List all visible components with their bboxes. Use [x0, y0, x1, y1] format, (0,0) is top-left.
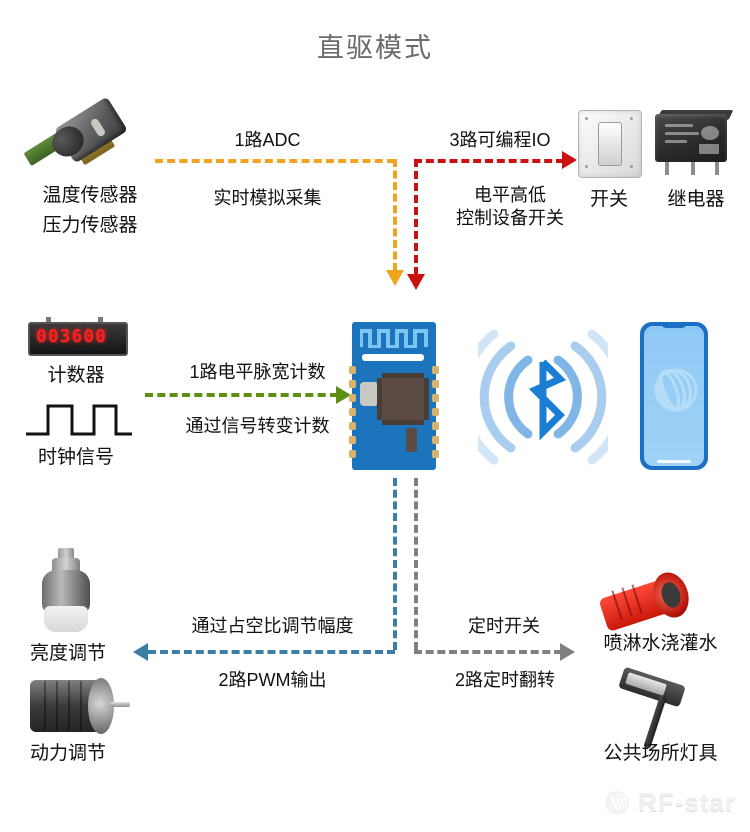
- temperature-sensor-icon: [22, 96, 152, 170]
- io-edge-label-bottom-1: 电平高低: [474, 185, 546, 205]
- dc-motor-icon: [30, 674, 130, 736]
- led-counter-icon: 003600: [28, 317, 128, 356]
- bluetooth-icon: [458, 322, 628, 472]
- io-dashed-vertical: [414, 159, 418, 275]
- temp-sensor-label-2: 压力传感器: [42, 215, 138, 236]
- pwm-dashed-horizontal: [148, 650, 395, 654]
- sprinkler-nozzle-icon: [598, 567, 702, 632]
- counter-arrow-head: [336, 386, 351, 404]
- motor-label: 动力调节: [29, 743, 106, 764]
- temp-sensor-label-1: 温度传感器: [42, 185, 138, 206]
- page-title: 直驱模式: [317, 33, 433, 63]
- io-arrow-head-down: [407, 274, 425, 290]
- square-wave-icon: [24, 398, 134, 442]
- relay-label: 继电器: [667, 189, 725, 210]
- light-bulb-icon: [36, 548, 96, 634]
- timer-edge-label-top: 定时开关: [468, 616, 540, 636]
- switch-label: 开关: [589, 189, 628, 210]
- sprinkler-label: 喷淋水浇灌水: [603, 633, 718, 654]
- adc-dashed-vertical: [393, 159, 397, 271]
- counter-display-value: 003600: [36, 326, 108, 347]
- timer-arrow-head: [560, 643, 575, 661]
- watermark-text: RF-star: [637, 787, 736, 817]
- pwm-edge-label-top: 通过占空比调节幅度: [191, 616, 354, 636]
- io-edge-label-top: 3路可编程IO: [449, 130, 551, 150]
- io-edge-label-bottom-2: 控制设备开关: [456, 208, 564, 228]
- io-dashed-horizontal: [414, 159, 564, 163]
- smartphone-icon: [640, 322, 708, 470]
- adc-edge-label-top: 1路ADC: [234, 130, 301, 150]
- street-lamp-label: 公共场所灯具: [603, 743, 718, 764]
- adc-arrow-head: [386, 270, 404, 286]
- adc-edge-label-bottom: 实时模拟采集: [213, 188, 322, 208]
- relay-icon: [655, 110, 735, 178]
- clock-label: 时钟信号: [37, 447, 114, 468]
- wall-switch-icon: [578, 110, 642, 178]
- pwm-arrow-head: [133, 643, 148, 661]
- timer-dashed-vertical: [414, 478, 418, 650]
- timer-dashed-horizontal: [414, 650, 562, 654]
- adc-dashed-horizontal: [155, 159, 395, 163]
- rf-star-swirl-icon: [605, 790, 629, 815]
- ble-module-icon: [349, 322, 439, 470]
- io-arrow-head-right: [562, 151, 577, 169]
- timer-edge-label-bottom: 2路定时翻转: [454, 670, 555, 690]
- counter-edge-label-bottom: 通过信号转变计数: [185, 416, 330, 436]
- pwm-edge-label-bottom: 2路PWM输出: [218, 670, 327, 690]
- counter-edge-label-top: 1路电平脉宽计数: [189, 362, 326, 382]
- watermark: RF-star: [602, 787, 736, 818]
- bulb-label: 亮度调节: [29, 643, 106, 664]
- pwm-dashed-vertical: [393, 478, 397, 650]
- counter-label: 计数器: [47, 365, 105, 386]
- counter-dashed-line: [145, 393, 338, 397]
